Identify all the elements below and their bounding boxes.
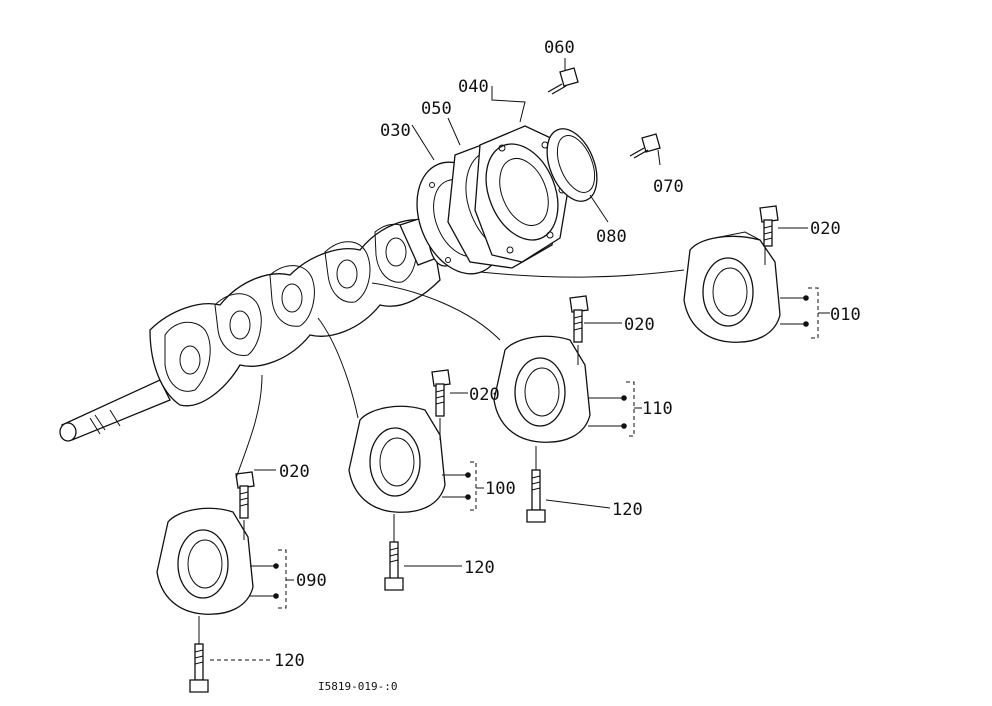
bolt-120-c: [189, 643, 209, 693]
callout-120-c: 120: [274, 651, 305, 671]
callout-060: 060: [544, 38, 575, 58]
callout-040: 040: [458, 77, 489, 97]
bearing-case-090: [156, 507, 287, 615]
bolt-020-a: [759, 205, 779, 247]
bolt-060: [547, 67, 579, 95]
assembly-lines: [198, 58, 830, 661]
bolt-020-c: [431, 369, 451, 417]
callout-120-a: 120: [612, 500, 643, 520]
callout-030: 030: [380, 121, 411, 141]
bolt-020-b: [569, 295, 589, 343]
callout-070: 070: [653, 177, 684, 197]
callout-050: 050: [421, 99, 452, 119]
callout-100: 100: [485, 479, 516, 499]
bearing-case-110: [493, 335, 635, 443]
bearing-case-100: [348, 405, 477, 513]
callout-120-b: 120: [464, 558, 495, 578]
retainer-040: [474, 125, 569, 263]
callout-020-a: 020: [810, 219, 841, 239]
bolt-020-d: [235, 471, 255, 519]
drawing-code: I5819-019-:0: [318, 680, 397, 693]
bearing-case-010: [683, 231, 819, 343]
oil-seal-080: [546, 128, 598, 202]
callout-020-d: 020: [279, 462, 310, 482]
callout-090: 090: [296, 571, 327, 591]
callout-010: 010: [830, 305, 861, 325]
bolt-070: [629, 133, 661, 159]
bolt-120-a: [526, 469, 546, 523]
callout-020-b: 020: [624, 315, 655, 335]
callout-080: 080: [596, 227, 627, 247]
bolt-120-b: [384, 541, 404, 591]
callout-020-c: 020: [469, 385, 500, 405]
callout-110: 110: [642, 399, 673, 419]
